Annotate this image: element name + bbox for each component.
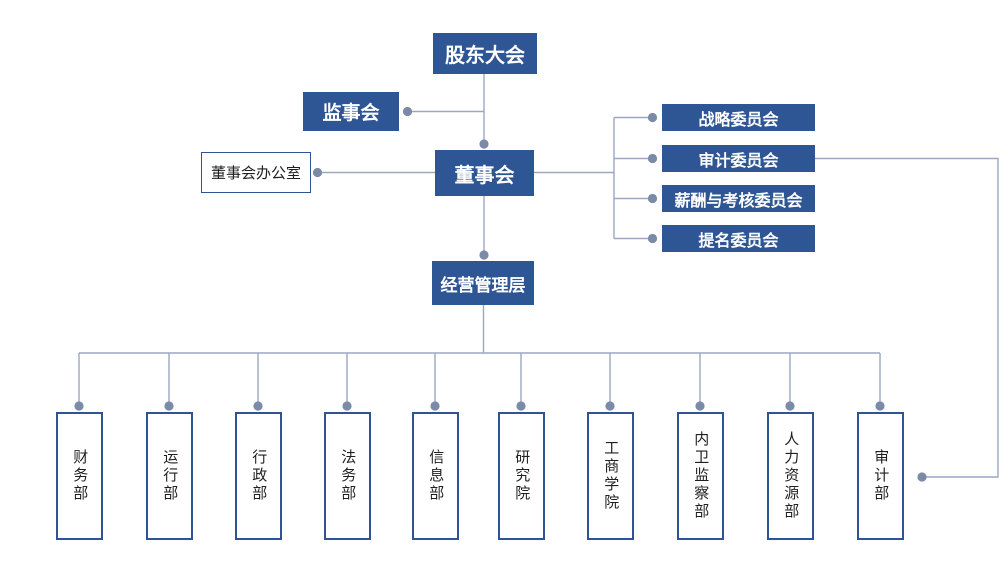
connector-dot bbox=[402, 106, 413, 117]
dept-human-resources[interactable]: 人力资源部 bbox=[766, 412, 814, 540]
node-shareholders-meeting[interactable]: 股东大会 bbox=[433, 33, 537, 74]
node-board-of-directors[interactable]: 董事会 bbox=[435, 150, 534, 196]
dept-legal[interactable]: 法务部 bbox=[323, 412, 371, 540]
dept-label: 运行部 bbox=[161, 449, 179, 503]
committee-audit[interactable]: 审计委员会 bbox=[662, 145, 815, 172]
dept-operations[interactable]: 运行部 bbox=[145, 412, 193, 540]
node-label: 股东大会 bbox=[445, 45, 525, 67]
edge-auditcommittee-auditdept bbox=[815, 157, 999, 478]
connector-dot bbox=[785, 401, 795, 411]
connector-dot bbox=[647, 153, 658, 164]
dept-business-school[interactable]: 工商学院 bbox=[586, 412, 634, 540]
committee-compensation-assessment[interactable]: 薪酬与考核委员会 bbox=[662, 185, 815, 212]
dept-research-institute[interactable]: 研究院 bbox=[497, 412, 545, 540]
dept-internal-supervision[interactable]: 内卫监察部 bbox=[676, 412, 724, 540]
dept-label: 内卫监察部 bbox=[692, 431, 710, 521]
connector-dot bbox=[647, 193, 658, 204]
connector-dot bbox=[479, 139, 489, 149]
dept-label: 信息部 bbox=[427, 449, 445, 503]
connector-dot bbox=[605, 401, 615, 411]
connector-dot bbox=[164, 401, 174, 411]
dept-audit[interactable]: 审计部 bbox=[856, 412, 904, 540]
committee-nomination[interactable]: 提名委员会 bbox=[662, 225, 815, 252]
dept-label: 行政部 bbox=[250, 449, 268, 503]
dept-label: 工商学院 bbox=[602, 440, 620, 512]
dept-label: 法务部 bbox=[339, 449, 357, 503]
node-board-office[interactable]: 董事会办公室 bbox=[201, 152, 311, 193]
committee-label: 审计委员会 bbox=[698, 152, 779, 170]
committee-label: 战略委员会 bbox=[698, 111, 779, 129]
connector-dot bbox=[342, 401, 352, 411]
dept-finance[interactable]: 财务部 bbox=[55, 412, 103, 540]
connector-dot bbox=[253, 401, 263, 411]
node-management-team[interactable]: 经营管理层 bbox=[432, 261, 534, 305]
node-label: 监事会 bbox=[322, 103, 380, 124]
connector-dot bbox=[647, 112, 658, 123]
committee-label: 薪酬与考核委员会 bbox=[674, 192, 803, 210]
connector-dot bbox=[875, 401, 885, 411]
dept-information[interactable]: 信息部 bbox=[411, 412, 459, 540]
node-supervisory-board[interactable]: 监事会 bbox=[303, 92, 399, 131]
connector-dot bbox=[74, 401, 84, 411]
connector-dot bbox=[479, 250, 489, 260]
connector-dot bbox=[917, 472, 927, 482]
node-label: 董事会 bbox=[454, 164, 515, 187]
dept-label: 审计部 bbox=[872, 449, 890, 503]
connector-dot bbox=[695, 401, 705, 411]
node-label: 经营管理层 bbox=[440, 275, 526, 295]
connector-dot bbox=[647, 233, 658, 244]
connector-dot bbox=[516, 401, 526, 411]
connector-dot bbox=[430, 401, 440, 411]
dept-label: 研究院 bbox=[513, 449, 531, 503]
committee-strategy[interactable]: 战略委员会 bbox=[662, 104, 815, 131]
dept-label: 人力资源部 bbox=[782, 431, 800, 521]
committee-label: 提名委员会 bbox=[698, 232, 779, 250]
dept-label: 财务部 bbox=[71, 449, 89, 503]
node-label: 董事会办公室 bbox=[210, 165, 301, 182]
dept-administration[interactable]: 行政部 bbox=[234, 412, 282, 540]
connector-dot bbox=[312, 167, 323, 178]
